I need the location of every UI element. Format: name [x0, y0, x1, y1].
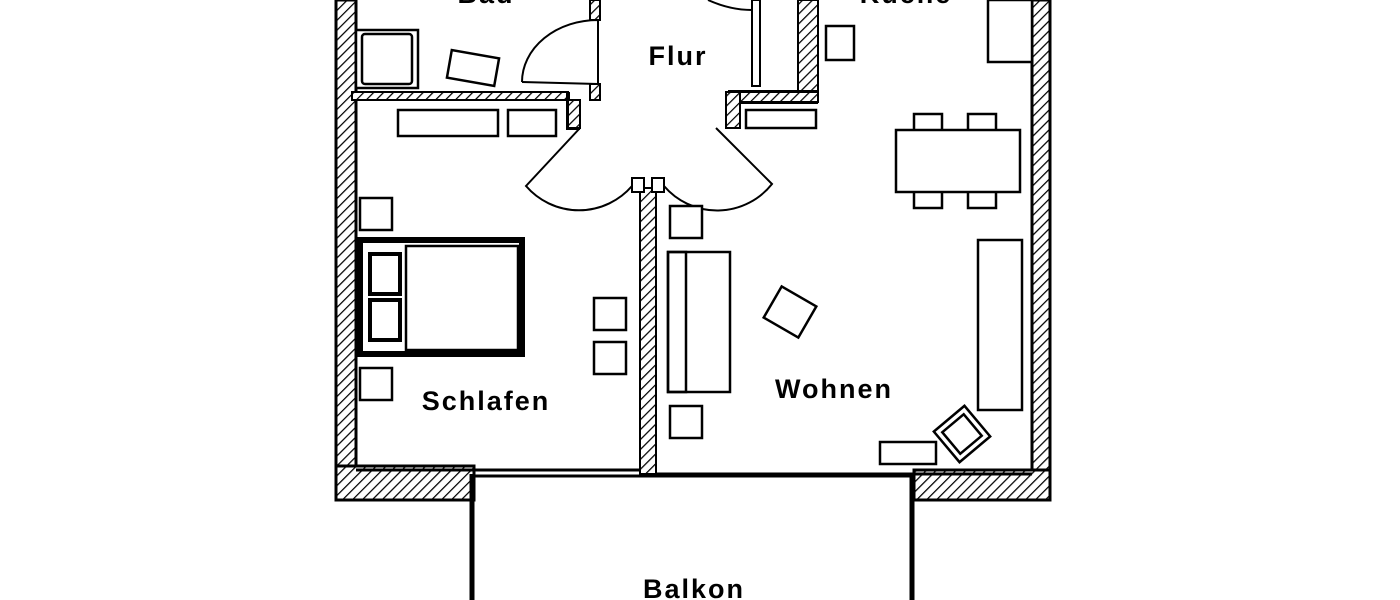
dining-table — [894, 128, 1022, 194]
bathtub — [354, 28, 420, 90]
room-label-bad: Bad — [457, 0, 514, 9]
room-label-balkon: Balkon — [643, 574, 745, 600]
exterior-walls — [334, 0, 1052, 502]
room-labels: Bad Küche Flur Schlafen Wohnen Balkon — [422, 0, 953, 600]
wall-bad-flur — [589, 0, 601, 21]
door-wohnen — [663, 127, 774, 212]
wall-flur-kueche — [751, 0, 761, 87]
exterior-wall-left — [334, 0, 358, 502]
room-label-flur: Flur — [649, 41, 708, 71]
wall-schlafen-wohnen — [639, 187, 657, 475]
furniture — [354, 0, 1034, 466]
doors — [521, 0, 774, 212]
dresser-1 — [592, 296, 628, 332]
dresser-2 — [592, 340, 628, 376]
interior-walls — [351, 0, 1032, 476]
pillow-1 — [368, 252, 402, 296]
door-kueche — [707, 0, 753, 11]
room-label-wohnen: Wohnen — [775, 374, 893, 404]
coffee-table — [761, 284, 819, 340]
kitchen-cabinet — [824, 24, 856, 62]
wardrobe-2 — [506, 108, 558, 138]
pillow-2 — [368, 298, 402, 342]
tv-sideboard — [976, 238, 1024, 412]
exterior-wall-right — [1030, 0, 1052, 502]
door-schlafen — [524, 127, 633, 212]
armchair — [932, 404, 992, 464]
side-table-top — [668, 204, 704, 240]
nightstand-bottom — [358, 366, 394, 402]
kitchen-shelf — [744, 108, 818, 130]
nightstand-top — [358, 196, 394, 232]
room-label-kueche: Küche — [860, 0, 953, 9]
side-table-bottom — [668, 404, 704, 440]
balkon — [469, 474, 915, 600]
low-shelf — [878, 440, 938, 466]
kitchen-counter — [986, 0, 1034, 64]
sofa — [666, 250, 732, 394]
wall-bad-bottom — [351, 91, 569, 101]
wardrobe-1 — [396, 108, 500, 138]
room-label-schlafen: Schlafen — [422, 386, 551, 416]
bath-cabinet — [445, 48, 501, 88]
door-bad — [521, 19, 599, 84]
